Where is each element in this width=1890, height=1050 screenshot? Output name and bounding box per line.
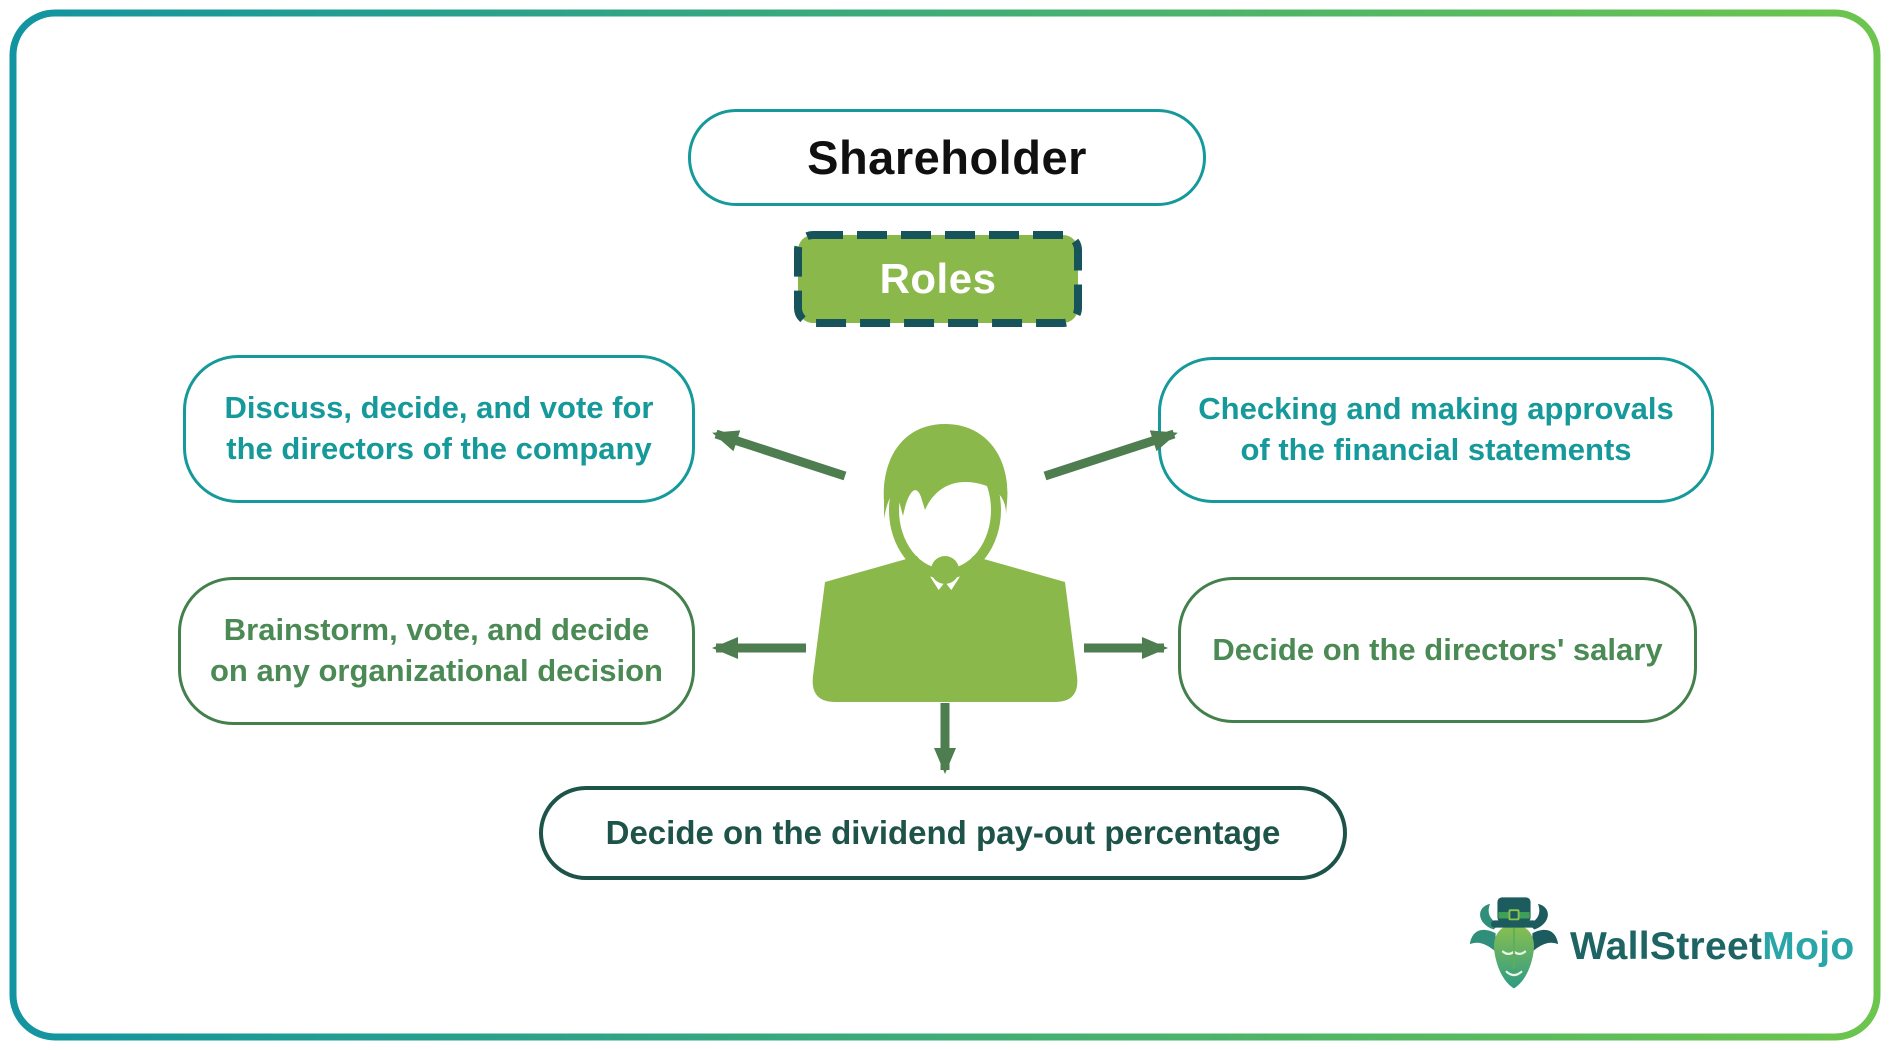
role-text-line: Decide on the dividend pay-out percentag… — [605, 814, 1281, 852]
businessman-icon — [812, 424, 1078, 702]
bull-mascot-icon — [1469, 897, 1559, 989]
role-box-dividend-payout: Decide on the dividend pay-out percentag… — [539, 786, 1347, 880]
brand-logo: WallStreetMojo — [1468, 896, 1854, 998]
role-box-organizational-decision: Brainstorm, vote, and decide on any orga… — [178, 577, 695, 725]
roles-badge-frame — [794, 231, 1082, 327]
brand-name-secondary: Mojo — [1762, 925, 1855, 968]
title-box: Shareholder — [688, 109, 1206, 206]
roles-label: Roles — [879, 255, 997, 302]
roles-badge: Roles — [793, 230, 1083, 328]
role-text-line: on any organizational decision — [209, 653, 663, 688]
role-text-line: Decide on the directors' salary — [1212, 631, 1663, 667]
role-box-directors-salary: Decide on the directors' salary — [1178, 577, 1697, 723]
role-text-line: of the financial statements — [1240, 432, 1632, 467]
page-title: Shareholder — [807, 131, 1087, 184]
role-text-line: the directors of the company — [226, 431, 652, 466]
brand-name: WallStreetMojo — [1570, 925, 1854, 969]
role-text-line: Discuss, decide, and vote for — [224, 390, 654, 426]
role-box-vote-directors: Discuss, decide, and vote for the direct… — [183, 355, 695, 503]
role-box-approve-financials: Checking and making approvals of the fin… — [1158, 357, 1714, 503]
role-text-line: Checking and making approvals — [1198, 391, 1674, 427]
brand-name-primary: WallStreet — [1570, 925, 1763, 968]
role-text-line: Brainstorm, vote, and decide — [223, 612, 650, 648]
